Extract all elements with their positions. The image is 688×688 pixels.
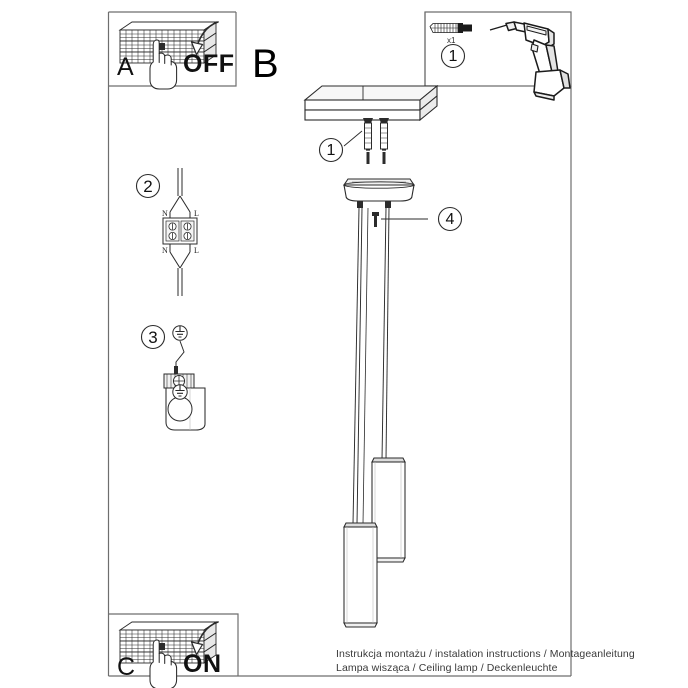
callout-1-leader <box>343 130 363 147</box>
footer-line-2: Lampa wisząca / Ceiling lamp / Deckenleu… <box>336 662 558 674</box>
sheet-frame <box>107 11 572 677</box>
step-2-circle <box>135 173 161 199</box>
panel-c-letter: C <box>117 653 136 681</box>
step-3-circle <box>140 324 166 350</box>
canopy <box>342 178 416 202</box>
parts-step-1-circle <box>440 43 466 69</box>
step-3-number: 3 <box>148 328 158 347</box>
callout-1-circle <box>318 137 344 163</box>
ceiling-screws <box>363 118 389 164</box>
step-2-diagram <box>162 168 198 296</box>
part-quantity-label: x1 <box>447 36 456 45</box>
footer-line-1: Instrukcja montażu / instalation instruc… <box>336 648 635 660</box>
parts-box-frame <box>424 11 572 87</box>
callout-4-circle <box>437 206 463 232</box>
panel-c-frame <box>108 613 239 676</box>
parts-step-number: 1 <box>448 48 458 65</box>
panel-a-letter: A <box>117 53 134 81</box>
step-3-diagram <box>163 325 206 431</box>
step-2-number: 2 <box>143 177 153 196</box>
canopy-set-screw <box>372 212 379 227</box>
panel-b-letter: B <box>252 42 279 86</box>
pendant-shade-lower <box>343 522 378 628</box>
terminal-label-bottom-left: N <box>162 246 168 255</box>
callout-1-number: 1 <box>326 142 336 159</box>
ceiling-slab <box>303 84 439 122</box>
panel-c-action-label: ON <box>183 650 222 678</box>
terminal-label-top-right: L <box>194 209 199 218</box>
terminal-label-bottom-right: L <box>194 246 199 255</box>
terminal-label-top-left: N <box>162 209 168 218</box>
suspension-cables <box>352 201 391 525</box>
callout-4-number: 4 <box>445 211 455 228</box>
panel-a-frame <box>108 12 237 87</box>
panel-a-action-label: OFF <box>183 50 235 78</box>
